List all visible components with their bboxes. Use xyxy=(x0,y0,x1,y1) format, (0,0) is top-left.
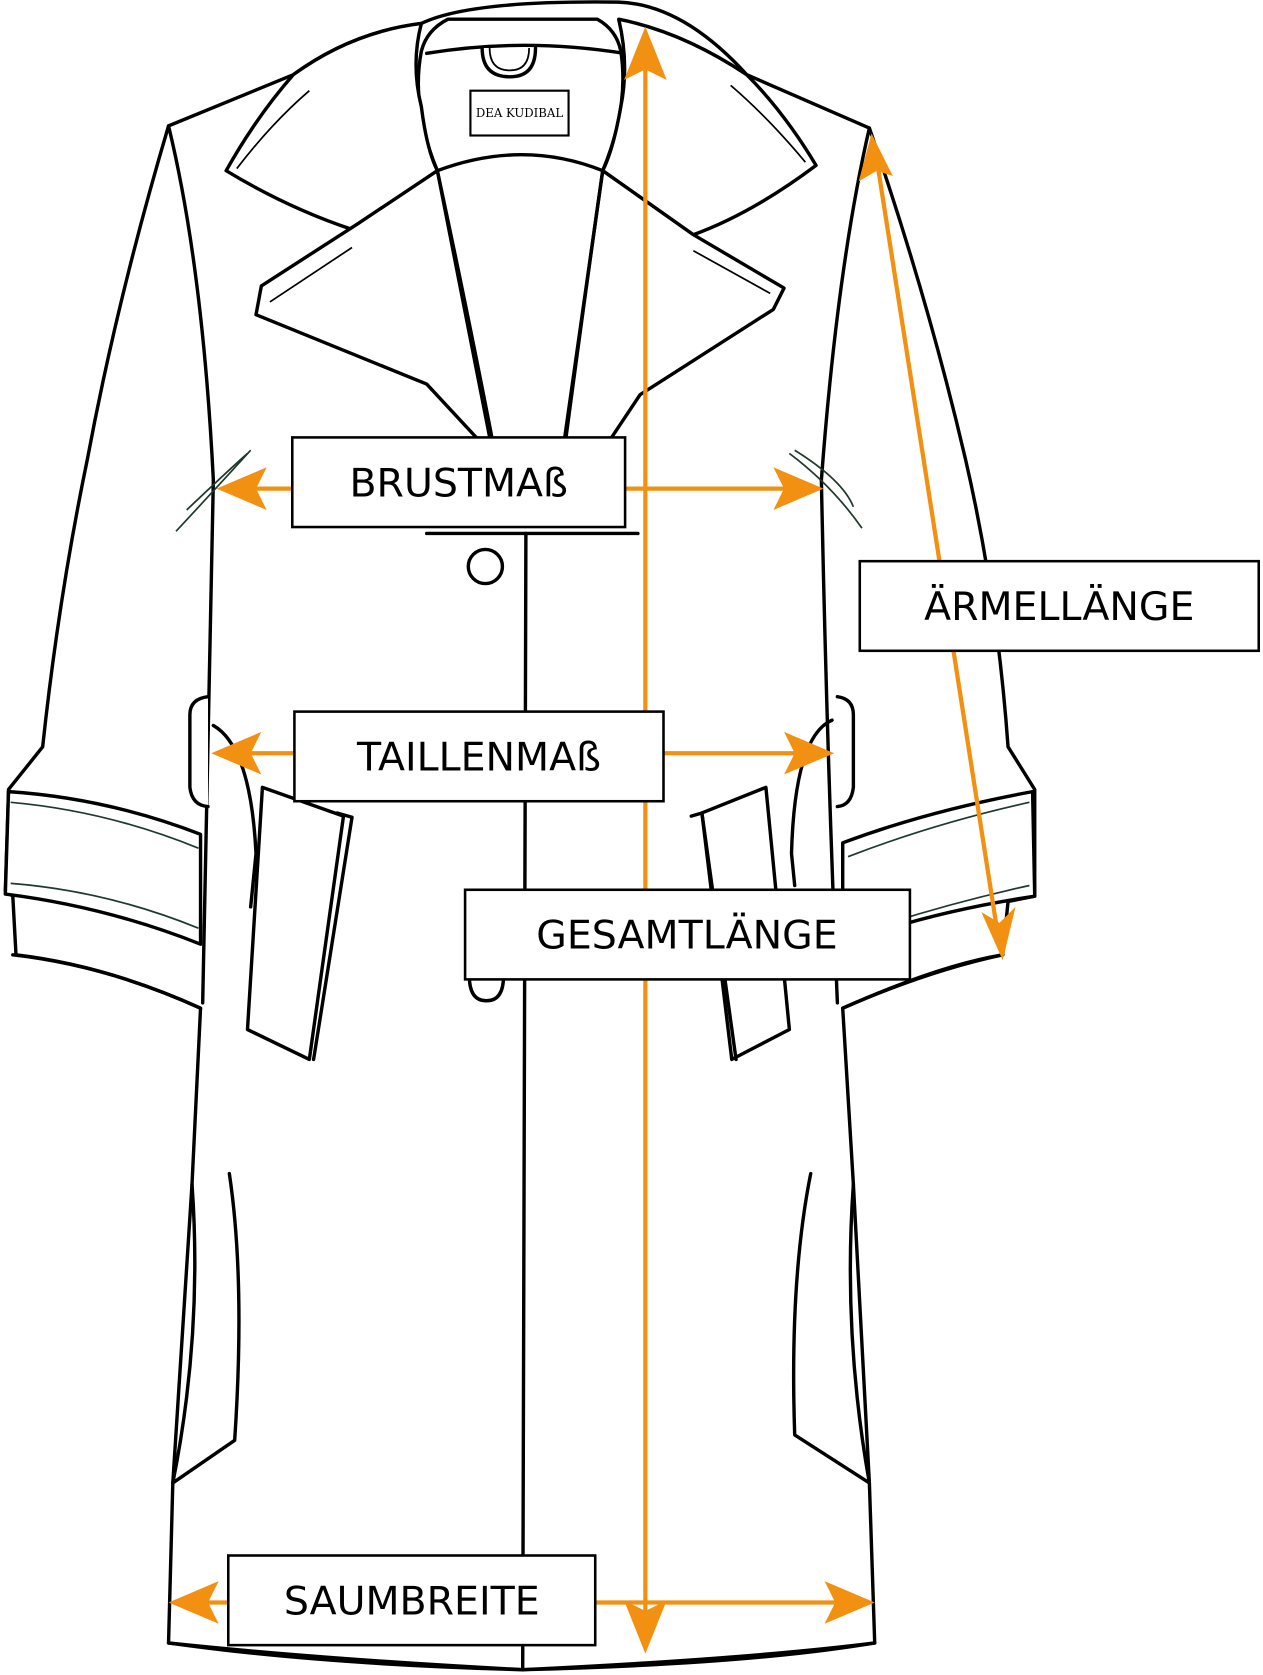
right-belt-loop xyxy=(835,694,856,809)
label-box-saumbreite xyxy=(226,1554,597,1647)
brand-label-text: DEA KUDIBAL xyxy=(476,106,563,120)
label-box-brustmass xyxy=(291,436,627,529)
left-cuff-top xyxy=(3,789,203,946)
brand-label-tag xyxy=(469,89,570,137)
hanger-loop-inner xyxy=(488,48,530,72)
label-aermellaenge: ÄRMELLÄNGE xyxy=(858,559,1261,653)
aermellaenge-arrow-head-top xyxy=(858,133,893,182)
brustmass-arrow-head-right xyxy=(773,467,824,510)
label-box-aermellaenge xyxy=(858,559,1261,653)
left-sleeve-inner xyxy=(166,124,216,482)
label-taillenmass: TAILLENMAß xyxy=(293,710,665,803)
left-collar-stitch xyxy=(236,90,310,170)
left-cuff-bottom xyxy=(11,953,203,1010)
left-belt-end xyxy=(211,723,258,909)
left-cuff-stitch-2 xyxy=(10,882,199,929)
saumbreite-arrow-head-right xyxy=(824,1581,875,1624)
left-pocket-welt xyxy=(311,811,354,1062)
right-underarm-crease-1 xyxy=(788,452,863,529)
left-pocket-flap xyxy=(245,785,346,1062)
button-upper xyxy=(466,547,505,586)
left-belt-loop xyxy=(188,694,210,809)
label-gesamtlaenge: GESAMTLÄNGE xyxy=(463,888,912,981)
label-text-saumbreite: SAUMBREITE xyxy=(284,1578,540,1624)
right-cuff-stitch-1 xyxy=(847,801,1030,858)
label-text-gesamtlaenge: GESAMTLÄNGE xyxy=(536,913,837,959)
label-box-taillenmass xyxy=(293,710,665,803)
coat-details xyxy=(3,449,1037,1062)
right-lower-panel xyxy=(791,1171,872,1485)
left-underarm-crease-2 xyxy=(186,452,249,511)
neck-band xyxy=(424,43,626,56)
right-underarm-crease-2 xyxy=(794,449,855,508)
aermellaenge-arrow-head-bottom xyxy=(981,906,1016,961)
right-lapel-stitch xyxy=(692,249,771,295)
taillenmass-arrow-head-right xyxy=(784,731,835,775)
right-collar-stitch xyxy=(730,84,807,163)
left-cuff-stitch-1 xyxy=(10,801,199,849)
saumbreite-arrow-head-left xyxy=(168,1581,219,1624)
gesamtlaenge-arrow-head-bottom xyxy=(624,1600,667,1654)
right-cuff-bottom xyxy=(841,953,1005,1010)
label-box-gesamtlaenge xyxy=(463,888,912,981)
neck-v-left xyxy=(435,168,496,461)
label-text-aermellaenge: ÄRMELLÄNGE xyxy=(924,584,1194,630)
hem-line xyxy=(166,1641,877,1672)
right-sleeve-inner xyxy=(819,126,872,482)
left-collar xyxy=(224,21,440,232)
coat-outline xyxy=(3,0,1037,1672)
button-lower xyxy=(467,974,506,1003)
label-saumbreite: SAUMBREITE xyxy=(226,1554,597,1647)
gesamtlaenge-arrow-head-top xyxy=(624,26,667,81)
label-text-taillenmass: TAILLENMAß xyxy=(356,734,601,780)
left-lower-panel xyxy=(171,1171,241,1485)
label-brustmass: BRUSTMAß xyxy=(291,436,627,529)
brustmass-arrow-head-left xyxy=(216,467,267,510)
label-text-brustmass: BRUSTMAß xyxy=(349,460,567,506)
measurement-labels: BRUSTMAß ÄRMELLÄNGE TAILLENMAß GESAMTLÄN… xyxy=(226,436,1261,1647)
taillenmass-arrow-head-left xyxy=(211,731,262,775)
aermellaenge-arrow-line xyxy=(874,159,1001,940)
left-lapel-stitch xyxy=(269,246,353,303)
hanger-loop xyxy=(480,46,538,79)
